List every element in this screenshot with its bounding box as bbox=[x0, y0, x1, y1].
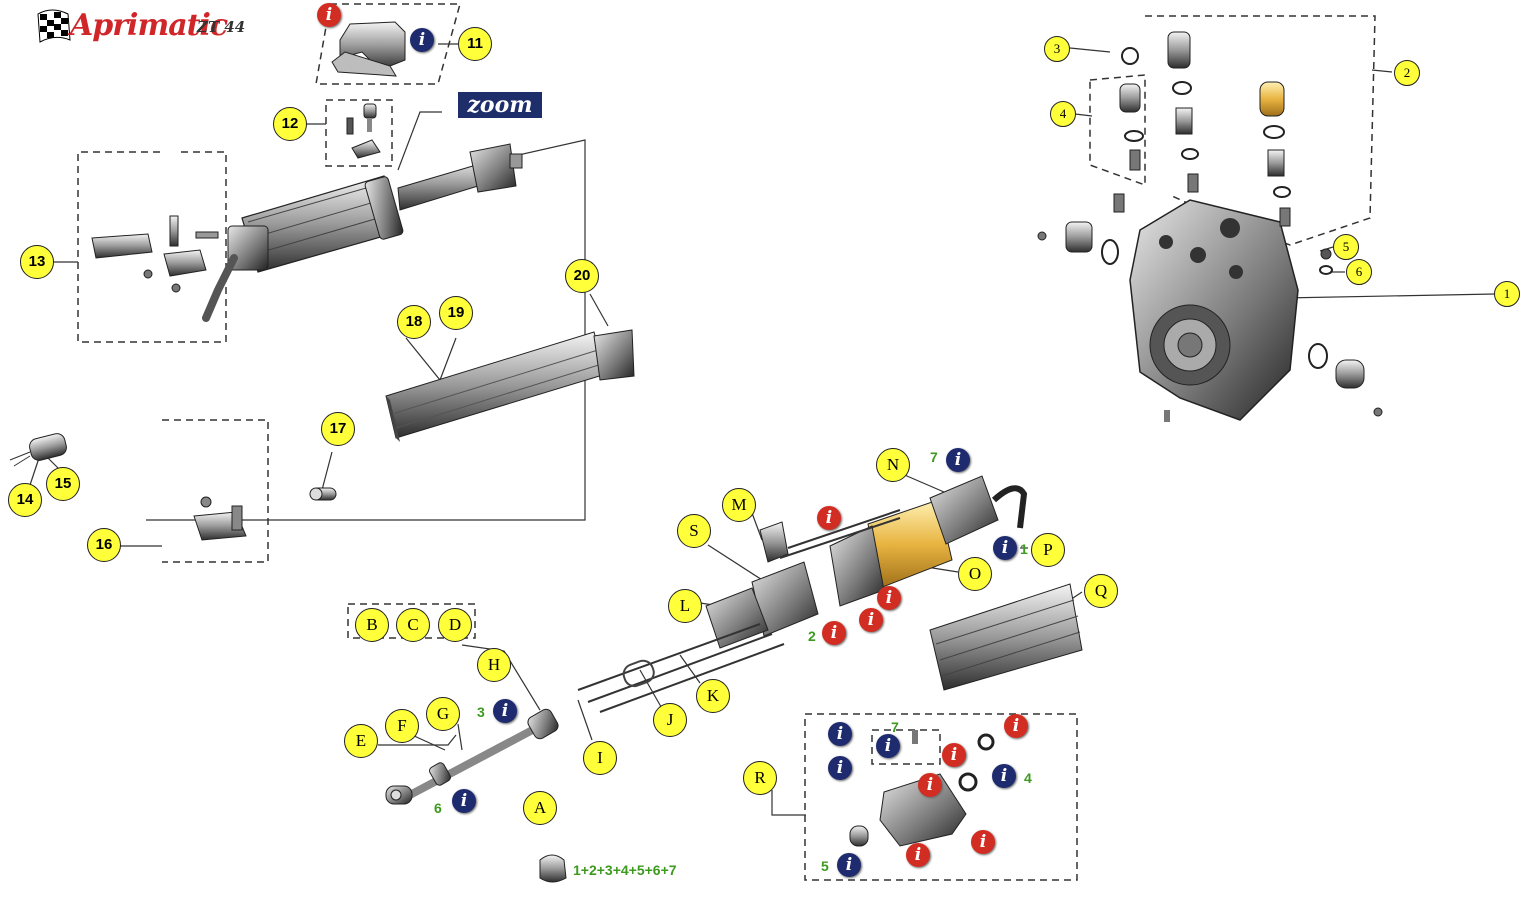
green-note-kit: 1+2+3+4+5+6+7 bbox=[573, 862, 677, 878]
callout-15[interactable]: 15 bbox=[46, 467, 80, 501]
info-marker-blue[interactable]: i bbox=[493, 699, 517, 723]
callout-K[interactable]: K bbox=[696, 679, 730, 713]
green-note: 4 bbox=[1024, 770, 1032, 786]
callout-D[interactable]: D bbox=[438, 608, 472, 642]
info-marker-red[interactable]: i bbox=[859, 608, 883, 632]
callout-F[interactable]: F bbox=[385, 709, 419, 743]
callout-M[interactable]: M bbox=[722, 488, 756, 522]
pump-body bbox=[1037, 31, 1383, 422]
callout-I[interactable]: I bbox=[583, 741, 617, 775]
brand-name: Aprimatic bbox=[70, 8, 228, 43]
info-marker-red[interactable]: i bbox=[906, 843, 930, 867]
info-marker-red[interactable]: i bbox=[877, 586, 901, 610]
part-18-19-cover bbox=[385, 331, 607, 442]
callout-14[interactable]: 14 bbox=[8, 483, 42, 517]
info-marker-red[interactable]: i bbox=[918, 773, 942, 797]
callout-G[interactable]: G bbox=[426, 697, 460, 731]
part-12-release-key bbox=[346, 103, 381, 159]
part-14-15-capacitor bbox=[9, 433, 67, 467]
info-marker-red[interactable]: i bbox=[942, 743, 966, 767]
callout-1[interactable]: 1 bbox=[1494, 281, 1520, 307]
part-13-rear-bracket bbox=[91, 215, 219, 293]
callout-R[interactable]: R bbox=[743, 761, 777, 795]
info-marker-blue[interactable]: i bbox=[993, 536, 1017, 560]
zoom-label: zoom bbox=[458, 92, 542, 118]
part-17-fork-joint bbox=[309, 487, 337, 501]
callout-B[interactable]: B bbox=[355, 608, 389, 642]
info-marker-blue[interactable]: i bbox=[828, 756, 852, 780]
callout-6[interactable]: 6 bbox=[1346, 259, 1372, 285]
green-note: 7 bbox=[891, 719, 899, 735]
actuator-assembly bbox=[202, 143, 523, 322]
callout-19[interactable]: 19 bbox=[439, 296, 473, 330]
info-marker-red[interactable]: i bbox=[971, 830, 995, 854]
callout-11[interactable]: 11 bbox=[458, 27, 492, 61]
part-A-seal-kit-bag bbox=[539, 854, 567, 883]
info-marker-blue[interactable]: i bbox=[452, 789, 476, 813]
callout-S[interactable]: S bbox=[677, 514, 711, 548]
info-marker-red[interactable]: i bbox=[1004, 714, 1028, 738]
green-note: 2 bbox=[808, 628, 816, 644]
green-note: 5 bbox=[821, 858, 829, 874]
green-note: 3 bbox=[477, 704, 485, 720]
callout-N[interactable]: N bbox=[876, 448, 910, 482]
brand-flag-logo bbox=[37, 9, 71, 43]
callout-P[interactable]: P bbox=[1031, 533, 1065, 567]
info-marker-blue[interactable]: i bbox=[828, 722, 852, 746]
motor-assembly bbox=[577, 475, 1083, 713]
info-marker-red[interactable]: i bbox=[822, 621, 846, 645]
callout-O[interactable]: O bbox=[958, 557, 992, 591]
brand-logo: Aprimatic ZT 44 bbox=[32, 6, 262, 48]
info-marker-red[interactable]: i bbox=[817, 506, 841, 530]
callout-13[interactable]: 13 bbox=[20, 245, 54, 279]
green-note: 1 bbox=[1020, 541, 1028, 557]
callout-17[interactable]: 17 bbox=[321, 412, 355, 446]
callout-Q[interactable]: Q bbox=[1084, 574, 1118, 608]
leader-lines bbox=[29, 43, 1496, 816]
callout-20[interactable]: 20 bbox=[565, 259, 599, 293]
callout-C[interactable]: C bbox=[396, 608, 430, 642]
info-marker-blue[interactable]: i bbox=[876, 734, 900, 758]
gearbox-assembly bbox=[849, 730, 995, 847]
callout-J[interactable]: J bbox=[653, 703, 687, 737]
part-16-front-bracket bbox=[193, 496, 247, 541]
callout-12[interactable]: 12 bbox=[273, 107, 307, 141]
green-note: 7 bbox=[930, 449, 938, 465]
callout-L[interactable]: L bbox=[668, 589, 702, 623]
piston-rod bbox=[385, 708, 559, 805]
model-name: ZT 44 bbox=[197, 18, 246, 36]
green-note: 6 bbox=[434, 800, 442, 816]
part-11-end-cap bbox=[331, 21, 406, 77]
info-marker-blue[interactable]: i bbox=[946, 448, 970, 472]
callout-2[interactable]: 2 bbox=[1394, 60, 1420, 86]
info-marker-blue[interactable]: i bbox=[837, 853, 861, 877]
info-marker-blue[interactable]: i bbox=[992, 764, 1016, 788]
info-marker-blue[interactable]: i bbox=[410, 28, 434, 52]
callout-H[interactable]: H bbox=[477, 648, 511, 682]
info-marker-red[interactable]: i bbox=[317, 3, 341, 27]
callout-16[interactable]: 16 bbox=[87, 528, 121, 562]
part-20-end-cap bbox=[593, 329, 635, 381]
callout-A[interactable]: A bbox=[523, 791, 557, 825]
callout-4[interactable]: 4 bbox=[1050, 101, 1076, 127]
callout-5[interactable]: 5 bbox=[1333, 234, 1359, 260]
callout-E[interactable]: E bbox=[344, 724, 378, 758]
dashed-group-outlines bbox=[77, 3, 1376, 881]
callout-3[interactable]: 3 bbox=[1044, 36, 1070, 62]
callout-18[interactable]: 18 bbox=[397, 305, 431, 339]
